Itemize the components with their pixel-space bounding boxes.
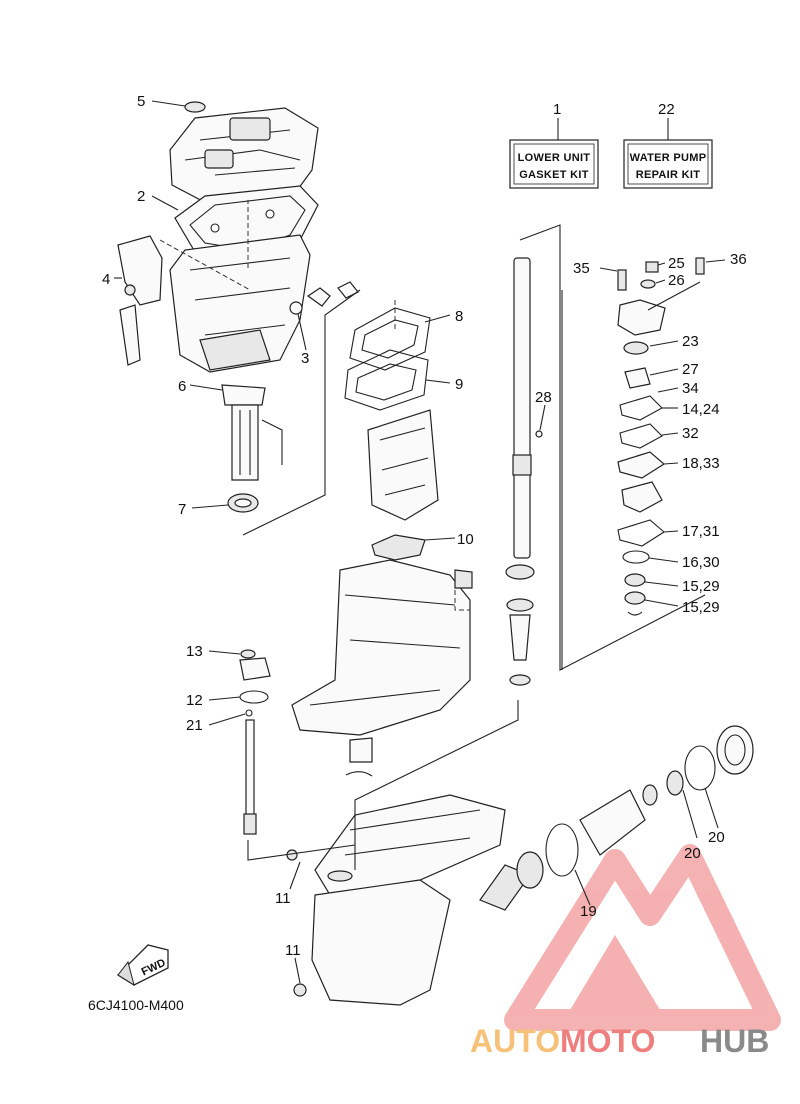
watermark-logo <box>504 844 781 1031</box>
callout-2: 2 <box>137 188 145 205</box>
callout-11-b: 11 <box>285 942 301 959</box>
kit-label-line2: REPAIR KIT <box>636 169 701 181</box>
callout-32: 32 <box>682 425 699 442</box>
exhaust-tube-assembly <box>221 384 283 513</box>
callout-6: 6 <box>178 378 186 395</box>
drive-shaft <box>505 257 543 686</box>
watermark-text: AUTO MOTO HUB <box>470 1023 769 1059</box>
callout-5: 5 <box>137 93 145 110</box>
callout-13: 13 <box>186 643 203 660</box>
callout-8: 8 <box>455 308 463 325</box>
callout-11-a: 11 <box>275 890 291 907</box>
gear-case <box>286 737 506 1006</box>
fwd-arrow: FWD <box>116 944 169 987</box>
kit-label-line2: GASKET KIT <box>519 169 589 181</box>
water-pump-parts <box>617 257 705 616</box>
callout-34: 34 <box>682 380 699 397</box>
callout-16-30: 16,30 <box>682 554 720 571</box>
callout-22: 22 <box>658 101 675 118</box>
callout-12: 12 <box>186 692 203 709</box>
gaskets-8-9 <box>344 307 439 521</box>
kit-label-line1: WATER PUMP <box>630 152 707 164</box>
shift-rod-assembly <box>239 649 271 835</box>
leader-lines <box>114 100 726 984</box>
callout-21: 21 <box>186 717 203 734</box>
callout-labels: 5 2 4 3 6 7 8 9 10 13 12 21 28 35 25 26 … <box>102 93 747 959</box>
callout-18-33: 18,33 <box>682 455 720 472</box>
callout-20-b: 20 <box>684 845 701 862</box>
callout-7: 7 <box>178 501 186 518</box>
callout-35: 35 <box>573 260 590 277</box>
callout-17-31: 17,31 <box>682 523 720 540</box>
kit-label-line1: LOWER UNIT <box>518 152 591 164</box>
callout-3: 3 <box>301 350 309 367</box>
callout-10: 10 <box>457 531 474 548</box>
callout-4: 4 <box>102 271 110 288</box>
callout-26: 26 <box>668 272 685 289</box>
drawing-reference: 6CJ4100-M400 <box>88 997 184 1013</box>
callout-1: 1 <box>553 101 561 118</box>
upper-casing-assembly <box>117 101 359 373</box>
watermark-hub: HUB <box>700 1023 769 1059</box>
propeller-shaft-parts <box>479 725 754 911</box>
watermark-moto: MOTO <box>560 1023 655 1059</box>
callout-9: 9 <box>455 376 463 393</box>
lower-casing <box>291 534 473 736</box>
callout-20-a: 20 <box>708 829 725 846</box>
callout-15-29-a: 15,29 <box>682 578 720 595</box>
watermark-auto: AUTO <box>470 1023 560 1059</box>
callout-27: 27 <box>682 361 699 378</box>
callout-14-24: 14,24 <box>682 401 720 418</box>
callout-36: 36 <box>730 251 747 268</box>
lower-unit-gasket-kit-box: 1 LOWER UNIT GASKET KIT <box>509 101 599 189</box>
callout-19: 19 <box>580 903 597 920</box>
callout-28: 28 <box>535 389 552 406</box>
water-pump-repair-kit-box: 22 WATER PUMP REPAIR KIT <box>623 101 713 189</box>
callout-15-29-b: 15,29 <box>682 599 720 616</box>
callout-23: 23 <box>682 333 699 350</box>
callout-25: 25 <box>668 255 685 272</box>
